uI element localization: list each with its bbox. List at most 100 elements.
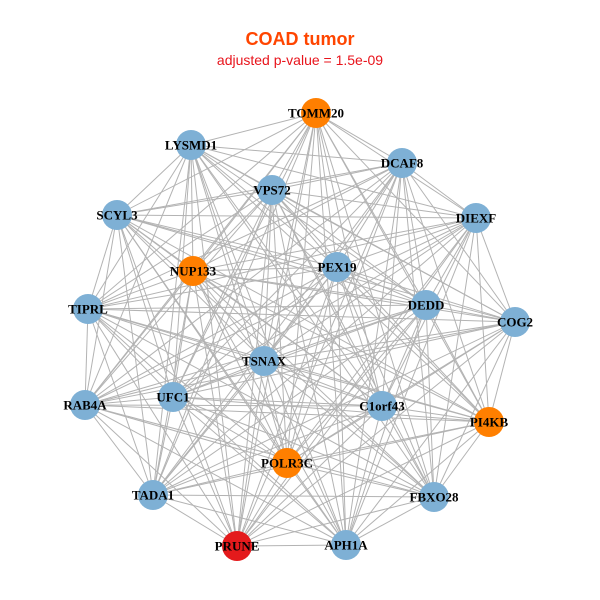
node-label: RAB4A (63, 398, 107, 413)
edge-TIPRL-APH1A (87, 308, 347, 546)
edge-NUP133-PEX19 (192, 266, 338, 272)
edge-SCYL3-DIEXF (116, 214, 477, 219)
edge-TSNAX-PRUNE (236, 360, 265, 547)
edge-DIEXF-PI4KB (475, 217, 490, 423)
edge-C1orf43-FBXO28 (381, 405, 435, 498)
edge-LYSMD1-RAB4A (84, 144, 192, 406)
node-label: UFC1 (156, 390, 189, 405)
node-label: TSNAX (242, 354, 287, 369)
node-POLR3C: POLR3C (261, 448, 313, 478)
node-circle (411, 290, 441, 320)
edge-TSNAX-UFC1 (172, 360, 265, 398)
edge-NUP133-FBXO28 (192, 270, 435, 498)
edge-NUP133-C1orf43 (192, 270, 383, 407)
node-circle (301, 98, 331, 128)
node-TIPRL: TIPRL (68, 294, 108, 324)
node-label: SCYL3 (96, 208, 138, 223)
edge-TADA1-APH1A (152, 494, 347, 546)
edge-DIEXF-APH1A (345, 217, 477, 546)
edge-RAB4A-PRUNE (84, 404, 238, 547)
node-LYSMD1: LYSMD1 (165, 130, 217, 160)
edge-TOMM20-SCYL3 (116, 112, 317, 216)
node-circle (249, 346, 279, 376)
edge-UFC1-PI4KB (172, 396, 490, 423)
edge-TOMM20-LYSMD1 (190, 112, 317, 146)
node-circle (331, 530, 361, 560)
edge-VPS72-PEX19 (271, 189, 338, 268)
edge-DEDD-APH1A (345, 304, 427, 546)
node-circle (419, 482, 449, 512)
edge-POLR3C-PRUNE (236, 462, 288, 547)
edge-DEDD-C1orf43 (381, 304, 427, 407)
node-label: DCAF8 (381, 156, 424, 171)
edge-NUP133-TIPRL (87, 270, 194, 310)
edge-PI4KB-TADA1 (152, 421, 490, 496)
edge-UFC1-PRUNE (172, 396, 238, 547)
edge-DIEXF-COG2 (475, 217, 516, 323)
node-APH1A: APH1A (324, 530, 368, 560)
edge-VPS72-NUP133 (192, 189, 273, 272)
edge-NUP133-RAB4A (84, 270, 194, 406)
edge-UFC1-C1orf43 (172, 396, 383, 407)
edge-SCYL3-COG2 (116, 214, 516, 323)
node-DEDD: DEDD (408, 290, 444, 320)
edge-VPS72-COG2 (271, 189, 516, 323)
edge-COG2-RAB4A (84, 321, 516, 406)
node-VPS72: VPS72 (253, 175, 291, 205)
node-label: DIEXF (456, 211, 497, 226)
node-circle (176, 130, 206, 160)
edge-TIPRL-FBXO28 (87, 308, 435, 498)
edge-NUP133-PI4KB (192, 270, 490, 423)
node-DIEXF: DIEXF (456, 203, 497, 233)
edge-SCYL3-TADA1 (116, 214, 154, 496)
edge-LYSMD1-DIEXF (190, 144, 477, 219)
edge-TSNAX-PI4KB (263, 360, 490, 423)
edge-DEDD-TADA1 (152, 304, 427, 496)
node-DCAF8: DCAF8 (381, 148, 424, 178)
node-label: TIPRL (68, 302, 108, 317)
node-TSNAX: TSNAX (242, 346, 287, 376)
edge-SCYL3-UFC1 (116, 214, 174, 398)
edge-DCAF8-DIEXF (401, 162, 477, 219)
edge-COG2-TADA1 (152, 321, 516, 496)
node-SCYL3: SCYL3 (96, 200, 138, 230)
edge-RAB4A-FBXO28 (84, 404, 435, 498)
edge-PEX19-DEDD (336, 266, 427, 306)
edge-UFC1-POLR3C (172, 396, 288, 464)
edge-UFC1-TADA1 (152, 396, 174, 496)
edge-POLR3C-APH1A (286, 462, 347, 546)
edge-PI4KB-FBXO28 (433, 421, 490, 498)
edge-TIPRL-UFC1 (87, 308, 174, 398)
edge-PEX19-FBXO28 (336, 266, 435, 498)
edge-NUP133-TSNAX (192, 270, 265, 362)
edge-TOMM20-TIPRL (87, 112, 317, 310)
edge-SCYL3-TIPRL (87, 214, 118, 310)
edge-RAB4A-C1orf43 (84, 404, 383, 407)
node-label: VPS72 (253, 183, 291, 198)
node-label: TOMM20 (288, 106, 344, 121)
node-circle (461, 203, 491, 233)
edge-SCYL3-PI4KB (116, 214, 490, 423)
node-COG2: COG2 (497, 307, 533, 337)
edge-COG2-UFC1 (172, 321, 516, 398)
edge-FBXO28-APH1A (345, 496, 435, 546)
edge-TSNAX-POLR3C (263, 360, 288, 464)
edge-COG2-FBXO28 (433, 321, 516, 498)
edge-DIEXF-POLR3C (286, 217, 477, 464)
edge-DEDD-UFC1 (172, 304, 427, 398)
node-circle (73, 294, 103, 324)
edge-DCAF8-PEX19 (336, 162, 403, 268)
node-label: TADA1 (132, 488, 174, 503)
edge-SCYL3-PEX19 (116, 214, 338, 268)
edge-SCYL3-PRUNE (116, 214, 238, 547)
edge-DCAF8-PI4KB (401, 162, 490, 423)
node-circle (222, 531, 252, 561)
edge-PRUNE-APH1A (236, 544, 347, 547)
edge-TOMM20-UFC1 (172, 112, 317, 398)
edge-LYSMD1-TADA1 (152, 144, 192, 496)
edge-TIPRL-DEDD (87, 304, 427, 310)
edge-FBXO28-TADA1 (152, 494, 435, 498)
node-TOMM20: TOMM20 (288, 98, 344, 128)
edge-DIEXF-TIPRL (87, 217, 477, 310)
